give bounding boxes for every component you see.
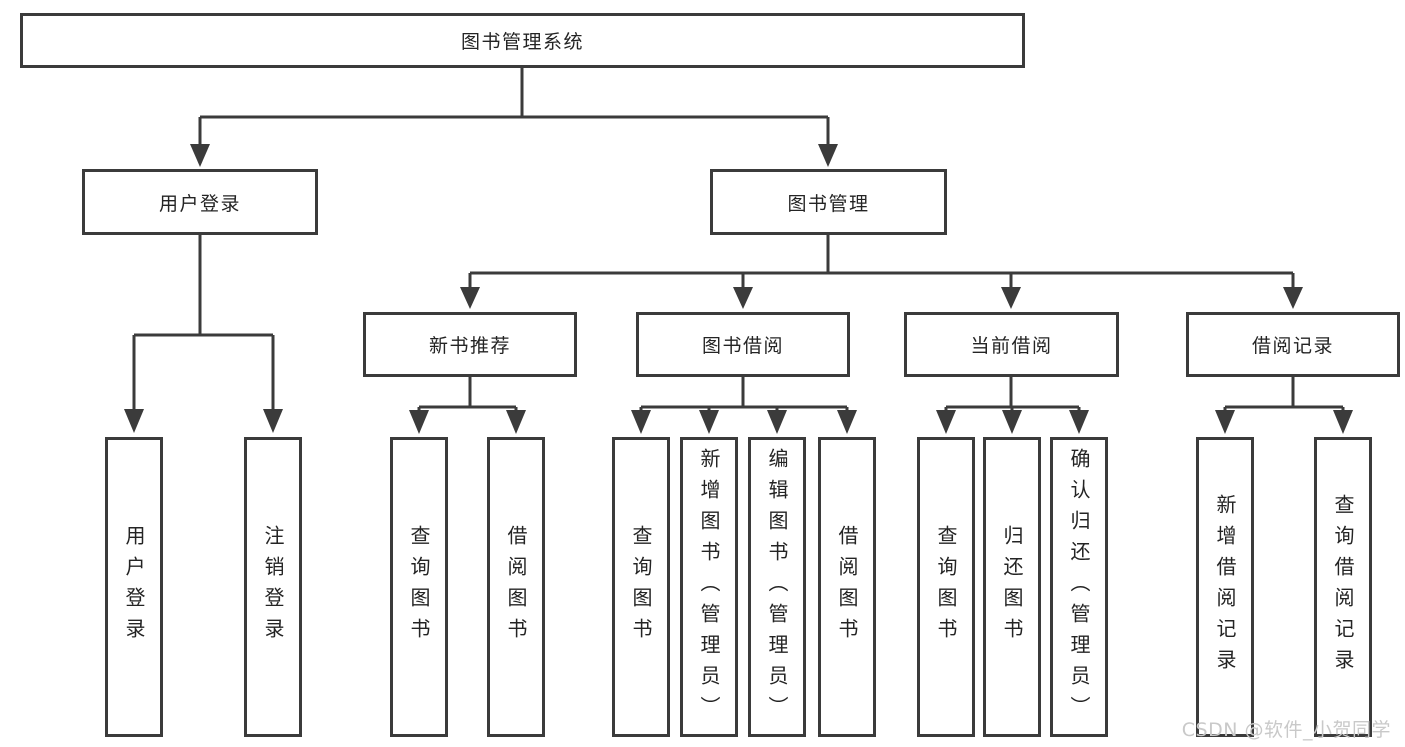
leaf-return-books: 归还图书: [983, 437, 1041, 737]
connector-book-borrow-branch: [639, 377, 849, 412]
leaf-add-borrow-record: 新增借阅记录: [1196, 437, 1254, 737]
connector-borrow-records-branch: [1223, 377, 1345, 412]
connector-current-borrow-branch: [944, 377, 1081, 412]
label: 查询图书: [934, 525, 958, 649]
label: 新增图书（管理员）: [697, 447, 721, 727]
label: 确认归还（管理员）: [1067, 447, 1091, 727]
label: 新书推荐: [428, 335, 511, 357]
node-book-management: 图书管理: [710, 169, 947, 235]
connector-new-book-branch: [417, 377, 518, 412]
leaf-borrow-books: 借阅图书: [818, 437, 876, 737]
node-book-borrow: 图书借阅: [636, 312, 850, 377]
label: 查询借阅记录: [1331, 494, 1355, 680]
leaf-confirm-return-admin: 确认归还（管理员）: [1050, 437, 1108, 737]
label: 图书管理: [787, 192, 870, 215]
connector-root-to-level2: [198, 68, 830, 146]
label: 归还图书: [1000, 525, 1024, 649]
leaf-logout: 注销登录: [244, 437, 302, 737]
label: 用户登录: [122, 525, 146, 649]
node-system: 图书管理系统: [20, 13, 1025, 68]
label: 注销登录: [261, 525, 285, 649]
node-current-borrow: 当前借阅: [904, 312, 1119, 377]
connector-user-login-branch: [132, 235, 275, 411]
label: 借阅图书: [504, 525, 528, 649]
label: 图书借阅: [701, 335, 784, 357]
label: 当前借阅: [970, 335, 1053, 357]
node-new-book-recommend: 新书推荐: [363, 312, 577, 377]
node-user-login: 用户登录: [82, 169, 318, 235]
arrowhead-icons: [124, 144, 1353, 434]
label: 新增借阅记录: [1213, 494, 1237, 680]
leaf-query-books-borrow: 查询图书: [612, 437, 670, 737]
label: 查询图书: [407, 525, 431, 649]
label: 用户登录: [158, 192, 241, 215]
csdn-watermark: CSDN @软件_小贺同学: [1181, 719, 1391, 741]
leaf-edit-book-admin: 编辑图书（管理员）: [748, 437, 806, 737]
label: 编辑图书（管理员）: [765, 447, 789, 727]
leaf-user-login: 用户登录: [105, 437, 163, 737]
leaf-query-books-current: 查询图书: [917, 437, 975, 737]
leaf-query-books-recommend: 查询图书: [390, 437, 448, 737]
leaf-query-borrow-record: 查询借阅记录: [1314, 437, 1372, 737]
node-borrow-records: 借阅记录: [1186, 312, 1400, 377]
label: 查询图书: [629, 525, 653, 649]
leaf-add-book-admin: 新增图书（管理员）: [680, 437, 738, 737]
label: 图书管理系统: [460, 31, 584, 53]
label: 借阅图书: [835, 525, 859, 649]
leaf-borrow-books-recommend: 借阅图书: [487, 437, 545, 737]
connector-book-management-branch: [468, 235, 1295, 289]
label: 借阅记录: [1251, 335, 1334, 357]
